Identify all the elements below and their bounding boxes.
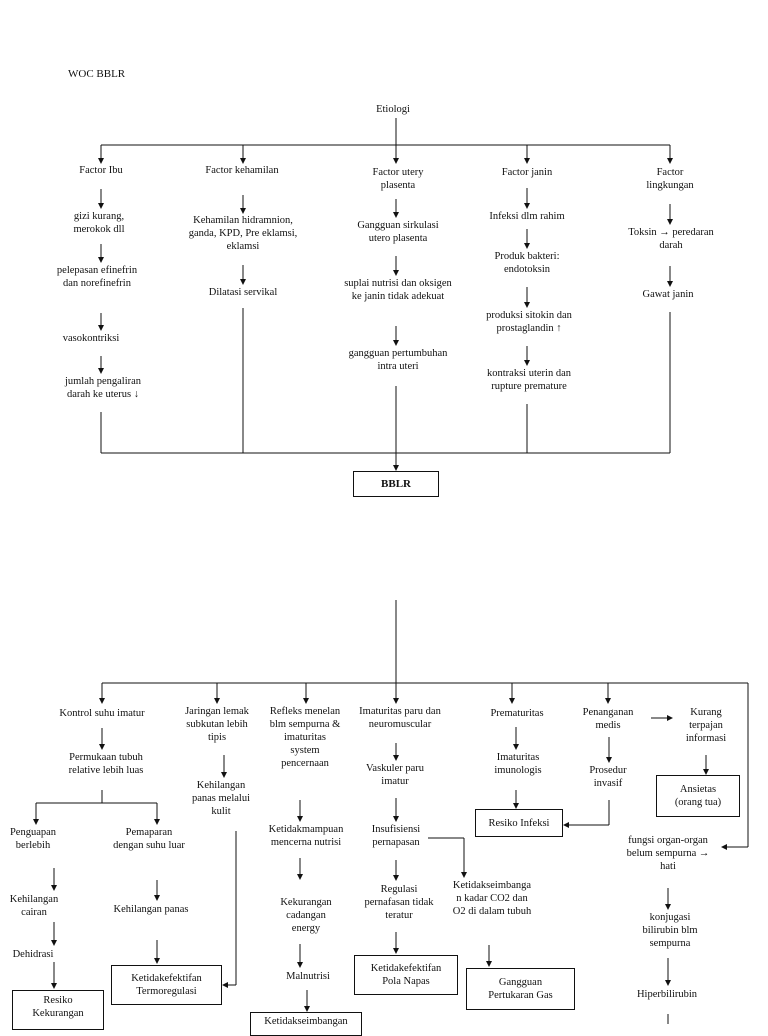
- malnutrisi-label: Malnutrisi: [286, 971, 330, 982]
- factor-janin-item-4: kontraksi uterin dan rupture premature: [487, 368, 571, 392]
- dehidrasi-label: Dehidrasi: [12, 949, 54, 960]
- fungsi-organ-label: fungsi organ-organ belum sempurna → hati: [626, 835, 710, 872]
- ansietas-box: Ansietas (orang tua): [656, 775, 740, 817]
- resiko-kekurangan-box: Resiko Kekurangan: [12, 990, 104, 1030]
- factor-lingkungan-header: Factor lingkungan: [646, 167, 694, 191]
- termoregulasi-box: Ketidakefektifan Termoregulasi: [111, 965, 222, 1005]
- factor-ibu-item-1: gizi kurang, merokok dll: [73, 211, 125, 235]
- ketidakseimbangan-box: Ketidakseimbangan: [250, 1012, 362, 1036]
- factor-utery-item-2: suplai nutrisi dan oksigen ke janin tida…: [344, 278, 452, 302]
- hiperbilirubin-label: Hiperbilirubin: [636, 989, 698, 1000]
- bblr-box: BBLR: [353, 471, 439, 497]
- resiko-infeksi-box: Resiko Infeksi: [475, 809, 563, 837]
- kehilangan-cairan-label: Kehilangan cairan: [9, 894, 59, 918]
- prematuritas-label: Prematuritas: [490, 708, 544, 719]
- konjugasi-label: konjugasi bilirubin blm sempurna: [642, 912, 698, 949]
- etiologi-label: Etiologi: [376, 104, 410, 115]
- kontrol-suhu-label: Kontrol suhu imatur: [59, 708, 145, 719]
- permukaan-tubuh-label: Permukaan tubuh relative lebih luas: [68, 752, 144, 776]
- kehilangan-kulit-label: Kehilangan panas melalui kulit: [191, 780, 251, 817]
- kehilangan-panas-label: Kehilangan panas: [113, 904, 189, 915]
- factor-ibu-item-3: vasokontriksi: [62, 333, 120, 344]
- factor-utery-header: Factor utery plasenta: [372, 167, 424, 191]
- jaringan-lemak-label: Jaringan lemak subkutan lebih tipis: [185, 706, 249, 743]
- page-title: WOC BBLR: [68, 68, 126, 80]
- regulasi-label: Regulasi pernafasan tidak teratur: [364, 884, 434, 921]
- factor-lingkungan-item-2: Gawat janin: [642, 289, 694, 300]
- imaturitas-imunologis-label: Imaturitas imunologis: [494, 752, 542, 776]
- factor-ibu-item-2: pelepasan efinefrin dan norefinefrin: [56, 265, 138, 289]
- factor-ibu-header: Factor Ibu: [79, 165, 123, 176]
- pemaparan-label: Pemaparan dengan suhu luar: [113, 827, 185, 851]
- kekurangan-energy-label: Kekurangan cadangan energy: [280, 897, 332, 934]
- ketidakseimbangan-co2-label: Ketidakseimbanga n kadar CO2 dan O2 di d…: [452, 880, 532, 917]
- ketidakmampuan-label: Ketidakmampuan mencerna nutrisi: [268, 824, 344, 848]
- insufisiensi-label: Insufisiensi pernapasan: [371, 824, 421, 848]
- factor-utery-item-1: Gangguan sirkulasi utero plasenta: [357, 220, 439, 244]
- factor-ibu-item-4: jumlah pengaliran darah ke uterus ↓: [64, 376, 142, 400]
- factor-kehamilan-item-1: Kehamilan hidramnion, ganda, KPD, Pre ek…: [188, 215, 298, 252]
- refleks-menelan-label: Refleks menelan blm sempurna & imaturita…: [269, 706, 341, 769]
- penguapan-label: Penguapan berlebih: [9, 827, 57, 851]
- penanganan-medis-label: Penanganan medis: [582, 707, 634, 731]
- factor-kehamilan-item-2: Dilatasi servikal: [208, 287, 278, 298]
- imaturitas-paru-label: Imaturitas paru dan neuromuscular: [359, 706, 441, 730]
- factor-janin-item-3: produksi sitokin dan prostaglandin ↑: [486, 310, 572, 334]
- factor-utery-item-3: gangguan pertumbuhan intra uteri: [348, 348, 448, 372]
- factor-lingkungan-item-1: Toksin → peredaran darah: [628, 227, 714, 251]
- pertukaran-gas-box: Gangguan Pertukaran Gas: [466, 968, 575, 1010]
- factor-janin-item-2: Produk bakteri: endotoksin: [494, 251, 560, 275]
- pola-napas-box: Ketidakefektifan Pola Napas: [354, 955, 458, 995]
- vaskuler-paru-label: Vaskuler paru imatur: [365, 763, 425, 787]
- prosedur-invasif-label: Prosedur invasif: [589, 765, 627, 789]
- factor-janin-header: Factor janin: [501, 167, 553, 178]
- kurang-informasi-label: Kurang terpajan informasi: [685, 707, 727, 744]
- factor-janin-item-1: Infeksi dlm rahim: [489, 211, 565, 222]
- factor-kehamilan-header: Factor kehamilan: [205, 165, 279, 176]
